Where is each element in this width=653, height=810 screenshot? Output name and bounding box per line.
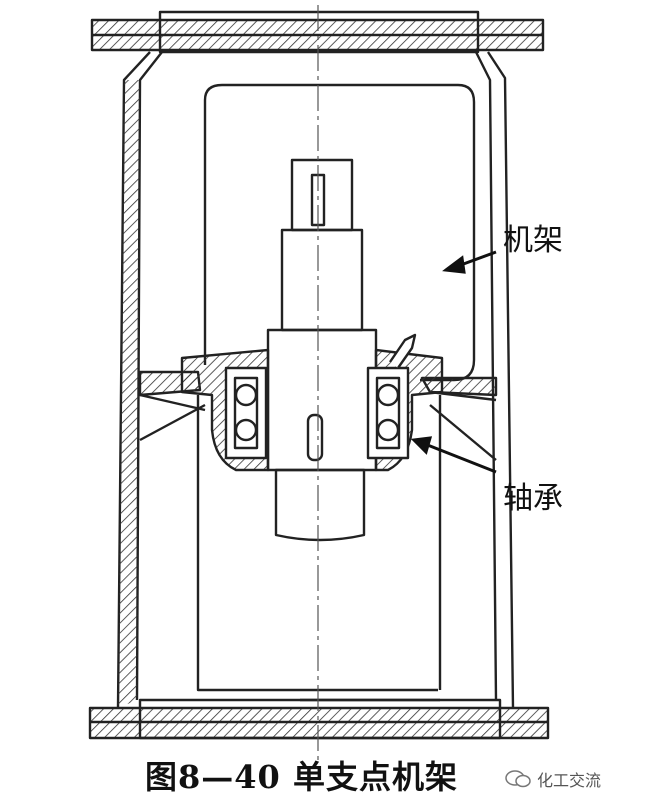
bearing-housing [180, 348, 444, 472]
lube-fitting [389, 333, 417, 369]
shaft [266, 158, 378, 542]
watermark: 化工交流 [505, 767, 601, 791]
figure-caption: 图8—40 单支点机架 [145, 758, 458, 796]
bottom-flange [88, 698, 550, 740]
bearing-label: 轴承 [503, 481, 563, 516]
bearing-balls [233, 376, 401, 450]
leader-arrows [410, 250, 497, 474]
watermark-text: 化工交流 [537, 771, 602, 790]
frame-label: 机架 [503, 223, 563, 258]
frame-window [196, 83, 476, 702]
chat-bubbles-icon [505, 770, 531, 788]
frame-outer-wall [116, 51, 515, 709]
